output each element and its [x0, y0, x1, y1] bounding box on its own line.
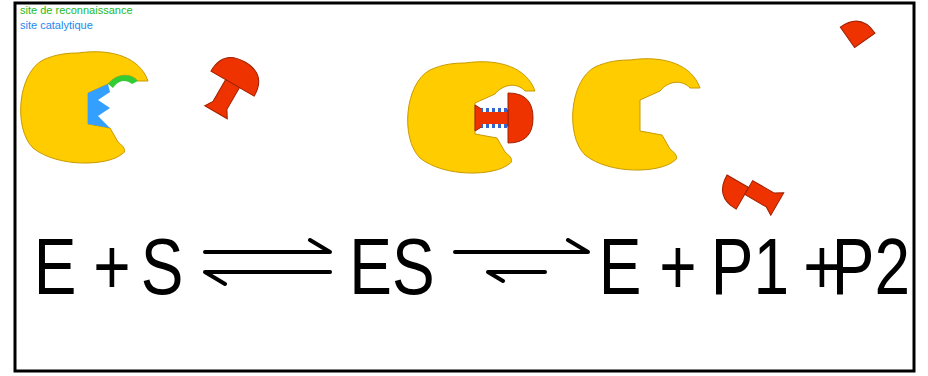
catalytic-site: [88, 84, 110, 128]
equation-term: E: [34, 227, 77, 307]
frame: [15, 3, 914, 371]
equation-term: +: [93, 227, 130, 307]
equation-term: P2: [832, 227, 910, 307]
product-piece: [715, 164, 784, 226]
equilibrium-arrow: [205, 240, 330, 284]
equation-term: +: [659, 227, 696, 307]
site-label: site de reconnaissance: [20, 5, 133, 16]
equation-term: E: [599, 227, 642, 307]
substrate: [194, 50, 266, 125]
equilibrium-arrow: [455, 240, 588, 281]
recognition-site: [108, 75, 138, 88]
equation-term: ES: [349, 227, 434, 307]
product-piece: [840, 13, 875, 48]
enzyme-released: [573, 59, 700, 170]
site-label: site catalytique: [20, 20, 93, 31]
enzyme-free: [21, 52, 148, 163]
equation-term: S: [141, 227, 184, 307]
equation-term: P1: [711, 227, 789, 307]
enzyme-substrate-complex: [408, 62, 535, 173]
